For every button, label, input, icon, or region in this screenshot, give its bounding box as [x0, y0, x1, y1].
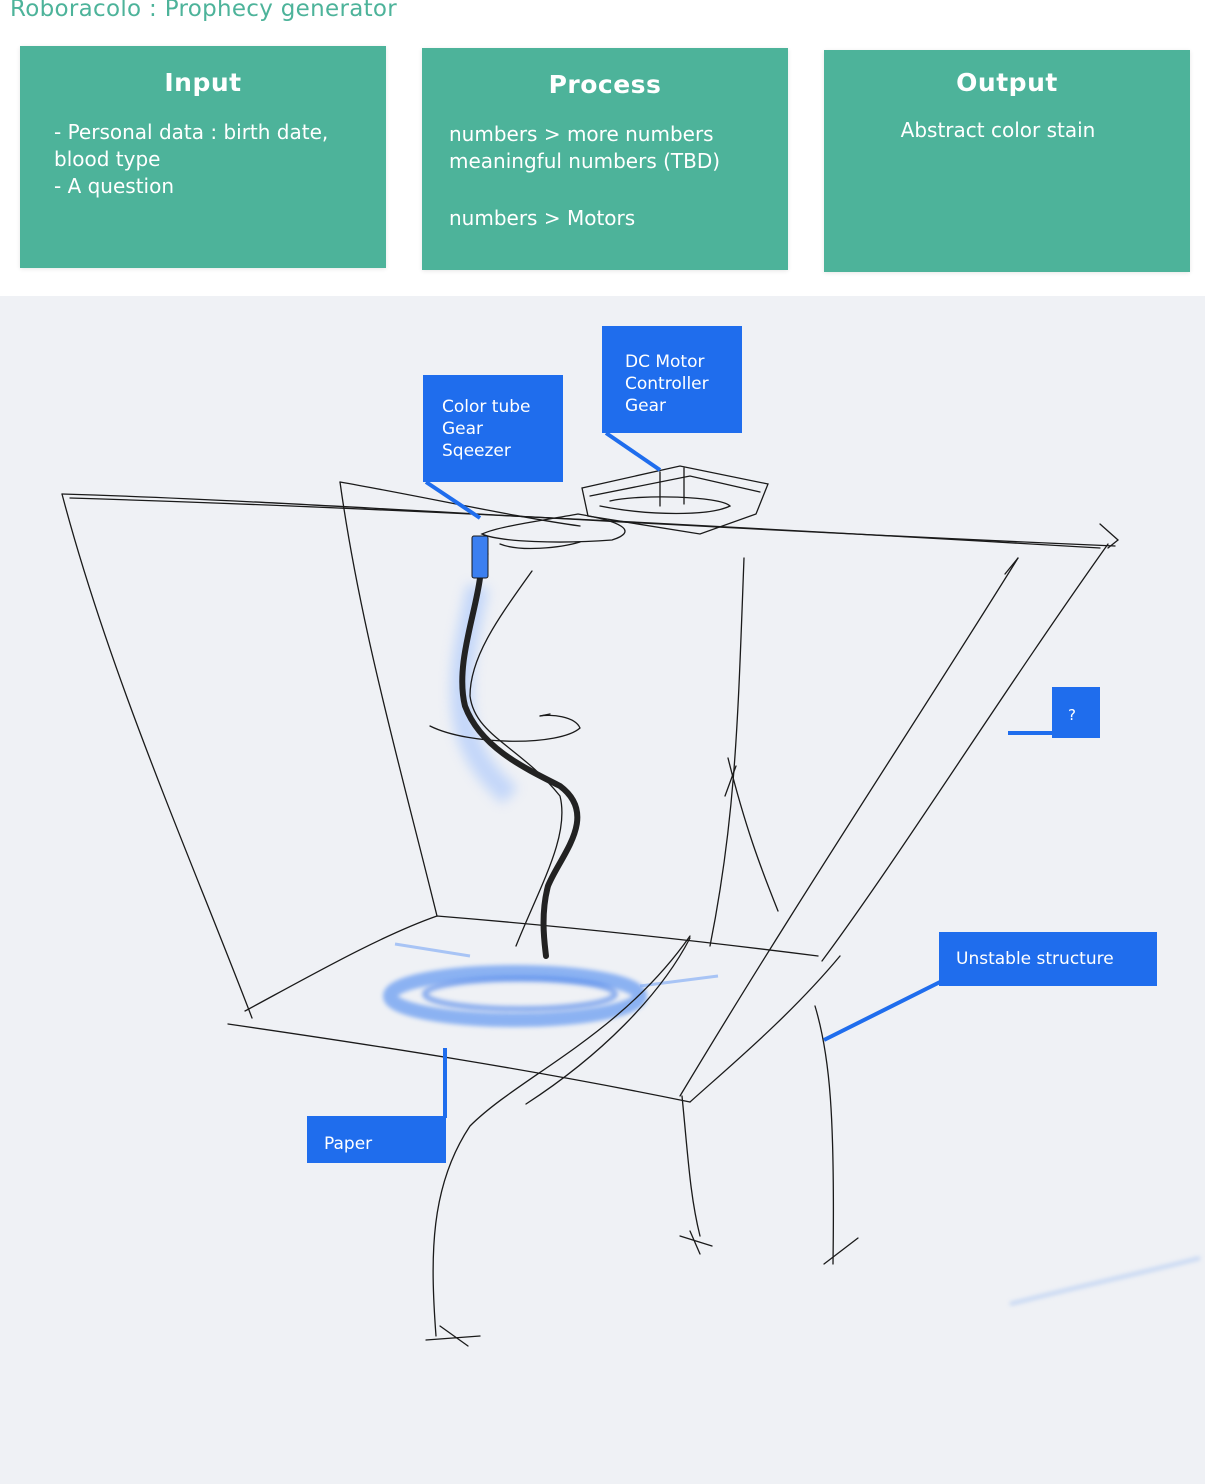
- output-text: Abstract color stain: [824, 117, 1190, 144]
- callout-color-tube: Color tube Gear Sqeezer: [423, 375, 563, 482]
- frame-lines: [61, 465, 1120, 1347]
- page-title: Roboracolo : Prophecy generator: [10, 0, 398, 22]
- sketch-canvas: DC Motor Controller Gear Color tube Gear…: [0, 296, 1205, 1484]
- callout-leaders: [424, 431, 1054, 1118]
- input-panel: Input - Personal data : birth date, bloo…: [20, 46, 386, 268]
- process-line: meaningful numbers (TBD): [449, 149, 721, 173]
- input-heading: Input: [164, 68, 242, 97]
- input-line: - A question: [54, 174, 175, 198]
- input-text: - Personal data : birth date, blood type…: [54, 119, 386, 200]
- input-line: - Personal data : birth date,: [54, 120, 329, 144]
- process-line: numbers > more numbers: [449, 122, 714, 146]
- callout-line: Sqeezer: [442, 441, 511, 461]
- callout-line: DC Motor: [625, 352, 705, 372]
- output-panel: Output Abstract color stain: [824, 50, 1190, 272]
- callout-unstable-structure: Unstable structure: [939, 932, 1157, 986]
- color-tube-nozzle: [471, 535, 489, 579]
- callout-line: Color tube: [442, 397, 531, 417]
- process-text: numbers > more numbers meaningful number…: [449, 121, 788, 232]
- color-stain: [383, 942, 1201, 1306]
- process-panel: Process numbers > more numbers meaningfu…: [422, 48, 788, 270]
- color-tube-hose: [459, 575, 581, 959]
- output-heading: Output: [956, 68, 1058, 97]
- callout-dc-motor: DC Motor Controller Gear: [602, 326, 742, 433]
- callout-line: Gear: [442, 419, 484, 439]
- callout-line: Gear: [625, 396, 667, 416]
- input-line: blood type: [54, 147, 161, 171]
- process-heading: Process: [548, 70, 662, 99]
- callout-paper: Paper: [307, 1116, 446, 1163]
- callout-line: Controller: [625, 374, 709, 394]
- output-line: Abstract color stain: [900, 118, 1096, 142]
- process-line: numbers > Motors: [449, 206, 636, 230]
- tube-glow: [450, 583, 518, 804]
- structure-sketch: [61, 431, 1201, 1347]
- callout-question: ?: [1052, 687, 1100, 738]
